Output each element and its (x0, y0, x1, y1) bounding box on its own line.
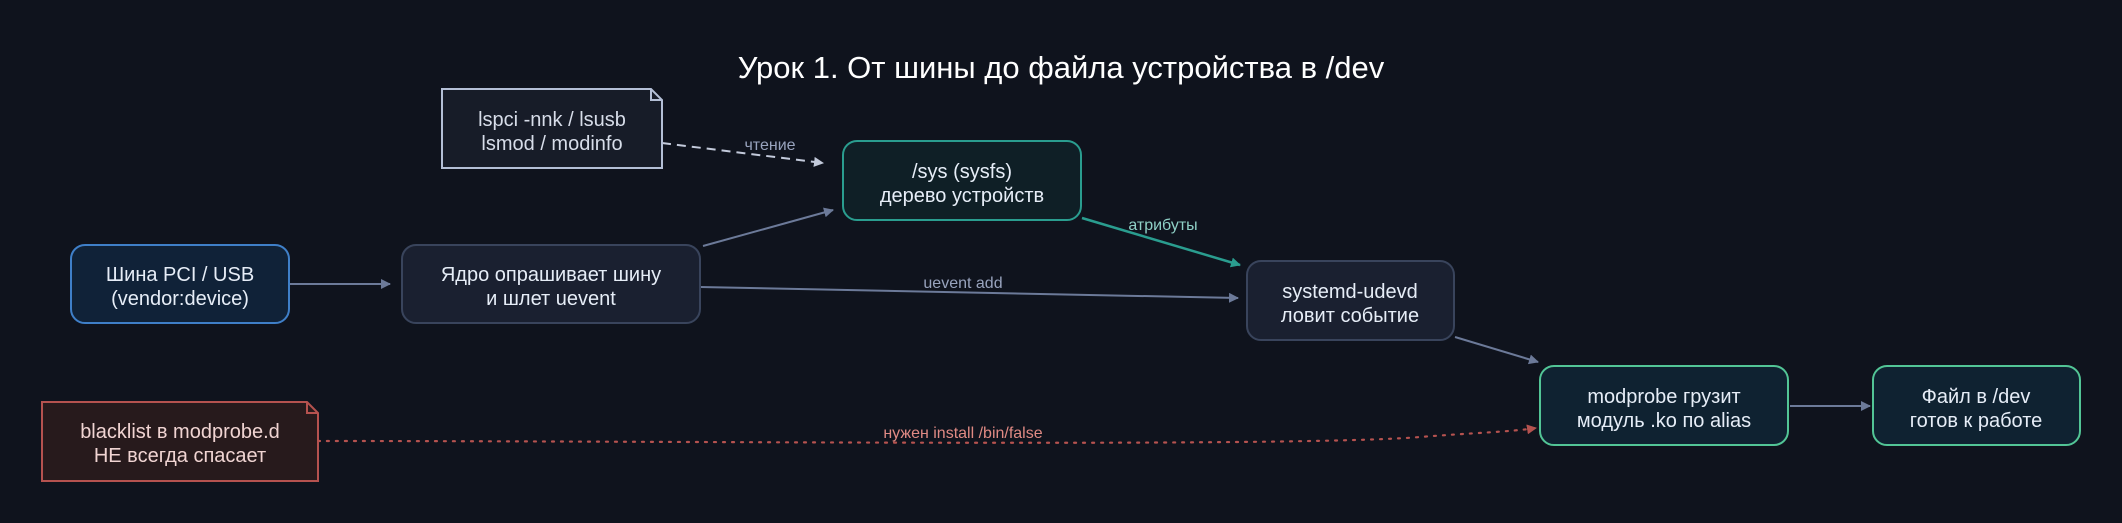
note-tools: lspci -nnk / lsusb lsmod / modinfo (441, 88, 663, 169)
note-tools-line1: lspci -nnk / lsusb (478, 109, 626, 131)
node-kernel-line2: и шлет uevent (486, 288, 616, 310)
edge-label-install-false: нужен install /bin/false (883, 425, 1042, 442)
note-tools-line2: lsmod / modinfo (481, 133, 622, 155)
edge-label-attributes: атрибуты (1128, 217, 1197, 234)
node-udevd-line1: systemd-udevd (1282, 281, 1418, 303)
node-devfile-line1: Файл в /dev (1922, 386, 2031, 408)
edge-udevd-to-modprobe (1454, 336, 1539, 365)
node-bus: Шина PCI / USB (vendor:device) (70, 244, 290, 324)
edge-label-reading: чтение (744, 137, 795, 154)
node-sysfs-line2: дерево устройств (880, 185, 1044, 207)
node-sysfs-line1: /sys (sysfs) (912, 161, 1012, 183)
note-blacklist-line1: blacklist в modprobe.d (80, 421, 280, 443)
node-kernel: Ядро опрашивает шину и шлет uevent (401, 244, 701, 324)
edges: uevent add чтение атрибуты нужен install… (290, 137, 1871, 444)
diagram-title: Урок 1. От шины до файла устройства в /d… (738, 50, 1385, 85)
node-bus-line2: (vendor:device) (111, 288, 249, 310)
edge-sysfs-to-udevd (1081, 216, 1241, 268)
node-udevd: systemd-udevd ловит событие (1246, 260, 1455, 341)
node-modprobe-line1: modprobe грузит (1587, 386, 1740, 408)
note-blacklist-line2: НЕ всегда спасает (94, 445, 266, 467)
node-udevd-line2: ловит событие (1281, 305, 1419, 327)
node-kernel-line1: Ядро опрашивает шину (441, 264, 661, 286)
edge-kernel-to-sysfs (702, 207, 834, 247)
node-modprobe-line2: модуль .ko по alias (1577, 410, 1751, 432)
node-devfile-line2: готов к работе (1910, 410, 2043, 432)
node-modprobe: modprobe грузит модуль .ko по alias (1539, 365, 1789, 446)
node-devfile: Файл в /dev готов к работе (1872, 365, 2081, 446)
edge-label-uevent-add: uevent add (923, 275, 1002, 292)
edge-blacklist-to-modprobe (316, 424, 1538, 444)
node-bus-line1: Шина PCI / USB (106, 264, 254, 286)
edge-tools-to-sysfs (661, 142, 824, 167)
node-sysfs: /sys (sysfs) дерево устройств (842, 140, 1082, 221)
note-blacklist: blacklist в modprobe.d НЕ всегда спасает (41, 401, 319, 482)
edge-kernel-to-udevd (699, 286, 1239, 303)
